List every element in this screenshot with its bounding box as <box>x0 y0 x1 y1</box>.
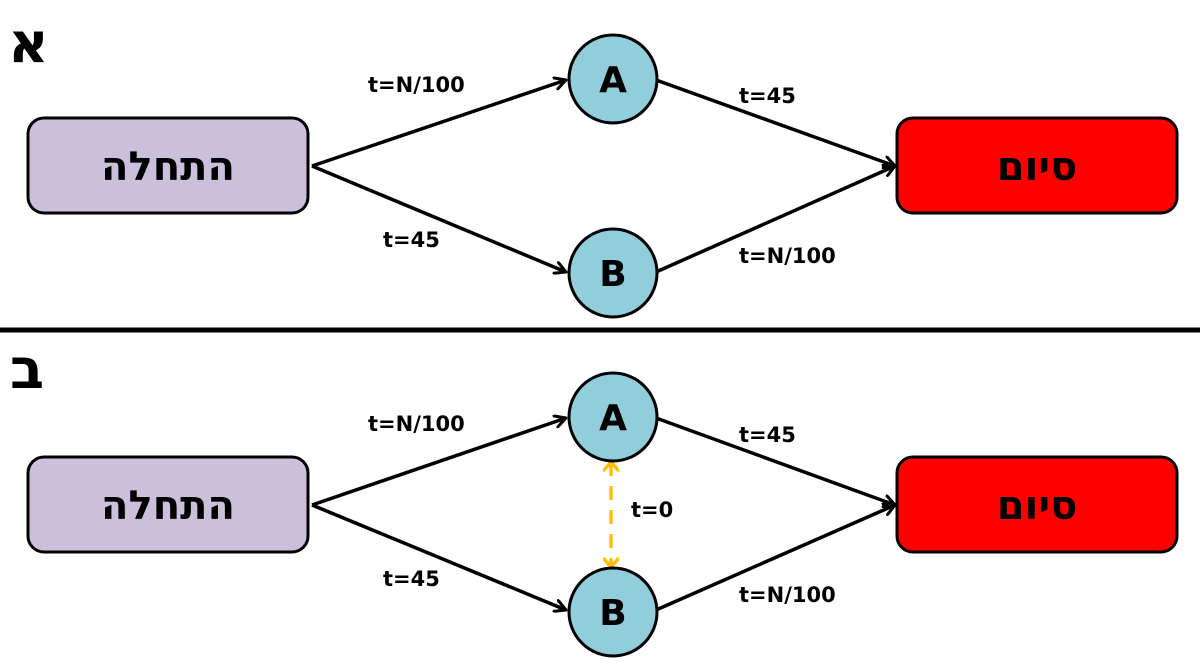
edge-start-to-b <box>311 503 566 610</box>
node-a-label: A <box>599 398 627 439</box>
end-box: סיום <box>895 116 1179 215</box>
edge-start-to-a <box>311 418 566 507</box>
panel-letter: ב <box>10 337 44 402</box>
end-label: סיום <box>997 483 1078 529</box>
edge-start-to-b <box>311 164 566 272</box>
node-b: B <box>567 227 659 319</box>
start-box: התחלה <box>26 116 310 215</box>
panel-letter: א <box>8 11 49 76</box>
edge-a-to-end <box>655 416 895 505</box>
edge-label-b-end: t=N/100 <box>739 583 836 607</box>
node-a: A <box>567 371 659 463</box>
node-b-label: B <box>599 254 626 295</box>
node-a: A <box>567 33 659 125</box>
end-label: סיום <box>997 144 1078 190</box>
start-label: התחלה <box>101 144 235 190</box>
edge-label-start-a: t=N/100 <box>368 73 465 97</box>
node-b: B <box>567 566 659 658</box>
end-box: סיום <box>895 455 1179 554</box>
edge-label-a-end: t=45 <box>739 84 796 108</box>
edge-a-to-end <box>655 78 895 166</box>
edge-label-a-b: t=0 <box>631 498 673 522</box>
node-a-label: A <box>599 60 627 101</box>
edge-b-to-end <box>655 166 895 274</box>
node-b-label: B <box>599 593 626 634</box>
panel-b: ב התחלה סיום A B t=N/100 t=45 <box>10 337 1179 658</box>
edge-label-b-end: t=N/100 <box>739 244 836 268</box>
edge-label-a-end: t=45 <box>739 423 796 447</box>
edge-start-to-a <box>311 80 566 168</box>
start-label: התחלה <box>101 483 235 529</box>
edge-b-to-end <box>655 505 895 612</box>
panel-a: א התחלה סיום A B t=N/100 t=45 t=45 t= <box>8 11 1179 319</box>
edge-label-start-b: t=45 <box>383 567 440 591</box>
start-box: התחלה <box>26 455 310 554</box>
edge-label-start-a: t=N/100 <box>368 412 465 436</box>
edge-label-start-b: t=45 <box>383 228 440 252</box>
